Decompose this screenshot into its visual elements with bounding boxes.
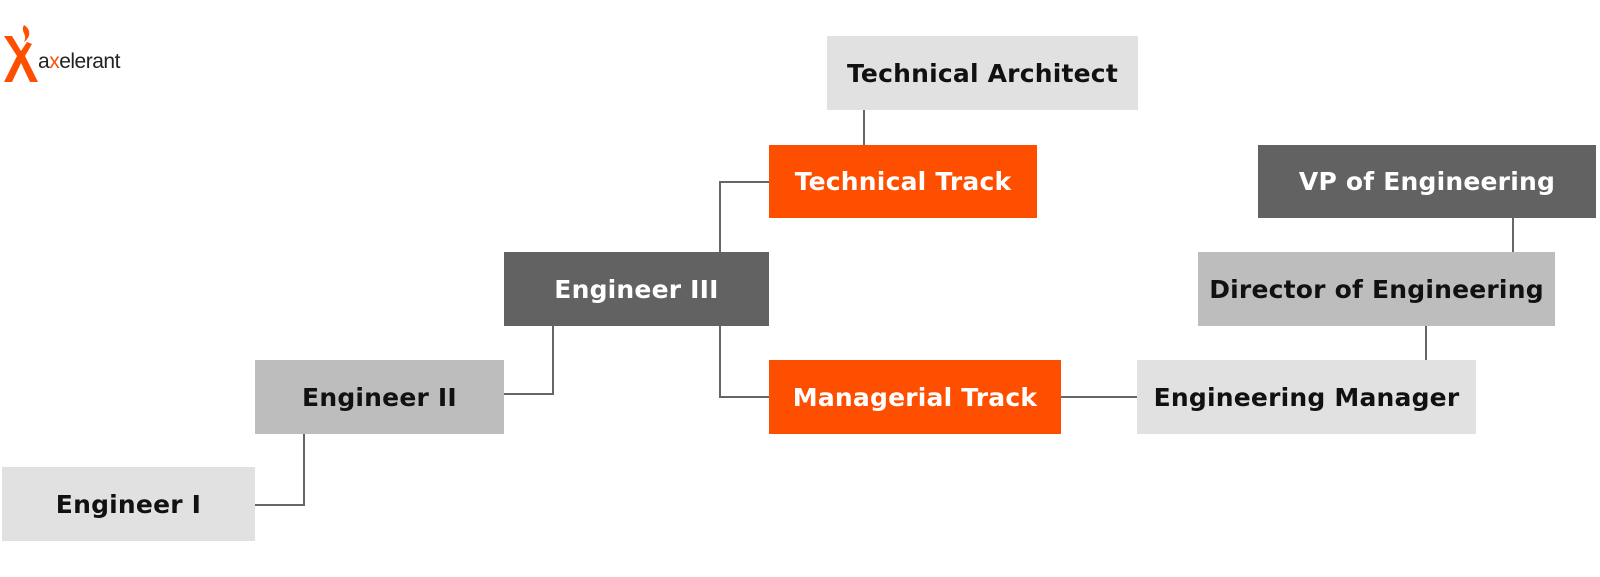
node-technical-track-label: Technical Track	[794, 167, 1012, 196]
node-vp-of-engineering-label: VP of Engineering	[1298, 167, 1556, 196]
node-technical-architect-label: Technical Architect	[847, 58, 1118, 88]
brand-wordmark-suffix: elerant	[59, 50, 120, 73]
node-technical-architect: Technical Architect	[827, 36, 1138, 110]
connector-engineer-3-to-technical-track	[719, 181, 769, 252]
node-engineer-2: Engineer II	[255, 360, 504, 434]
node-managerial-track: Managerial Track	[769, 360, 1061, 434]
node-director-of-engineering-label: Director of Engineering	[1209, 274, 1544, 304]
flame-x-icon	[4, 25, 38, 82]
node-engineer-3: Engineer III	[504, 252, 769, 326]
node-engineer-2-label: Engineer II	[302, 382, 457, 412]
connector-engineer-2-to-engineer-3	[503, 326, 554, 395]
connector-engineer-1-to-engineer-2	[254, 434, 305, 506]
node-engineer-1-label: Engineer I	[55, 489, 202, 519]
brand-wordmark-prefix: a	[38, 50, 50, 73]
node-vp-of-engineering: VP of Engineering	[1258, 145, 1596, 218]
node-engineer-1: Engineer I	[2, 467, 255, 541]
node-engineering-manager-label: Engineering Manager	[1153, 382, 1460, 412]
axelerant-logo: axelerant	[2, 22, 142, 86]
node-director-of-engineering: Director of Engineering	[1198, 252, 1555, 326]
node-engineer-3-label: Engineer III	[554, 274, 719, 304]
brand-wordmark-accent: x	[49, 50, 60, 73]
connector-engineer-3-to-managerial-track	[719, 326, 769, 398]
brand-wordmark: axelerant	[38, 50, 120, 74]
node-engineering-manager: Engineering Manager	[1137, 360, 1476, 434]
node-technical-track: Technical Track	[769, 145, 1037, 218]
node-managerial-track-label: Managerial Track	[792, 382, 1038, 412]
